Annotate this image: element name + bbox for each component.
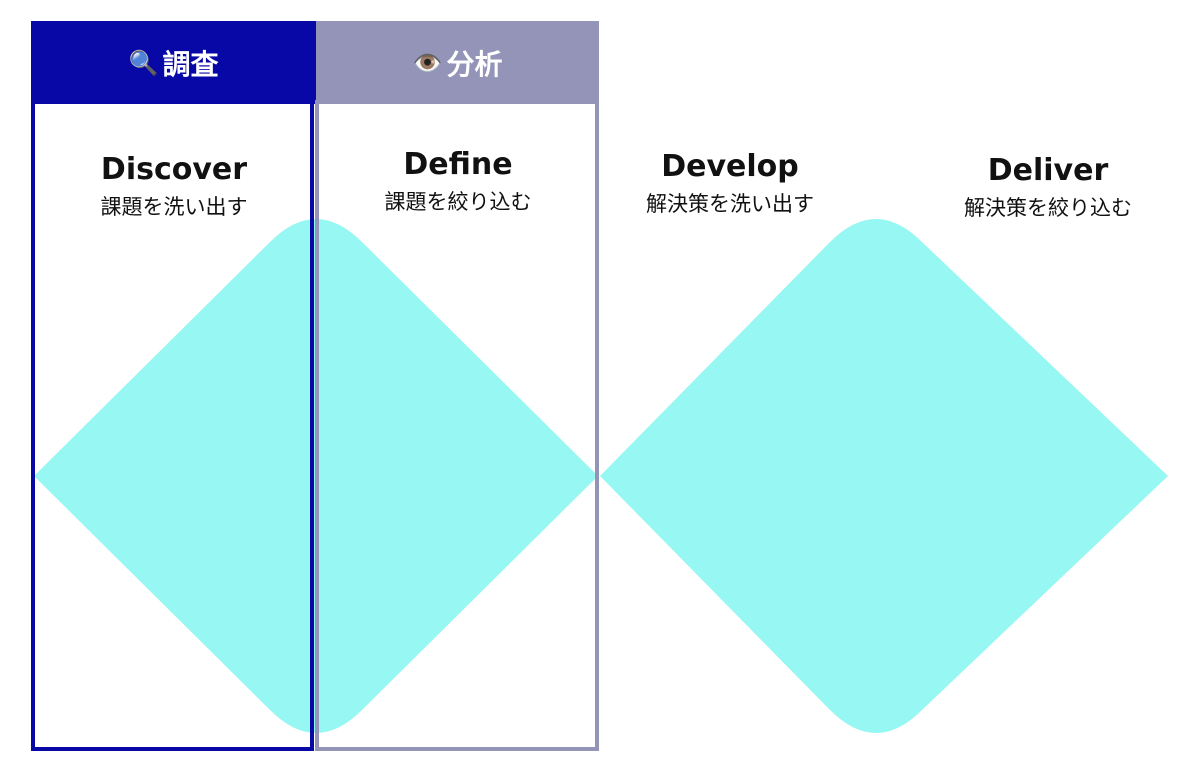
stage-subtitle: 課題を絞り込む [384, 190, 532, 214]
research-phase-header: 🔍 調査 [31, 21, 316, 104]
stage-deliver: Deliver 解決策を絞り込む [918, 152, 1178, 223]
research-header-band [31, 21, 316, 104]
stage-subtitle: 課題を洗い出す [100, 195, 248, 219]
research-phase-frame [31, 100, 314, 751]
stage-title: Develop [661, 149, 799, 184]
stage-title: Deliver [987, 153, 1109, 188]
stage-define: Define 課題を絞り込む [328, 146, 588, 217]
stage-subtitle: 解決策を絞り込む [964, 196, 1132, 220]
analysis-header-band [316, 21, 599, 104]
analysis-phase-label: 分析 [446, 47, 503, 81]
stage-title: Define [403, 147, 513, 182]
research-phase-label: 調査 [162, 47, 219, 81]
stage-subtitle: 解決策を洗い出す [646, 192, 814, 216]
analysis-phase-header: 👁️ 分析 [316, 21, 599, 104]
solution-diamond [600, 219, 1168, 733]
analysis-phase-frame [315, 100, 599, 751]
magnifier-icon: 🔍 [128, 48, 159, 77]
eye-icon: 👁️ [412, 48, 443, 77]
stage-title: Discover [100, 152, 248, 187]
stage-discover: Discover 課題を洗い出す [44, 151, 304, 222]
stage-develop: Develop 解決策を洗い出す [600, 148, 860, 219]
